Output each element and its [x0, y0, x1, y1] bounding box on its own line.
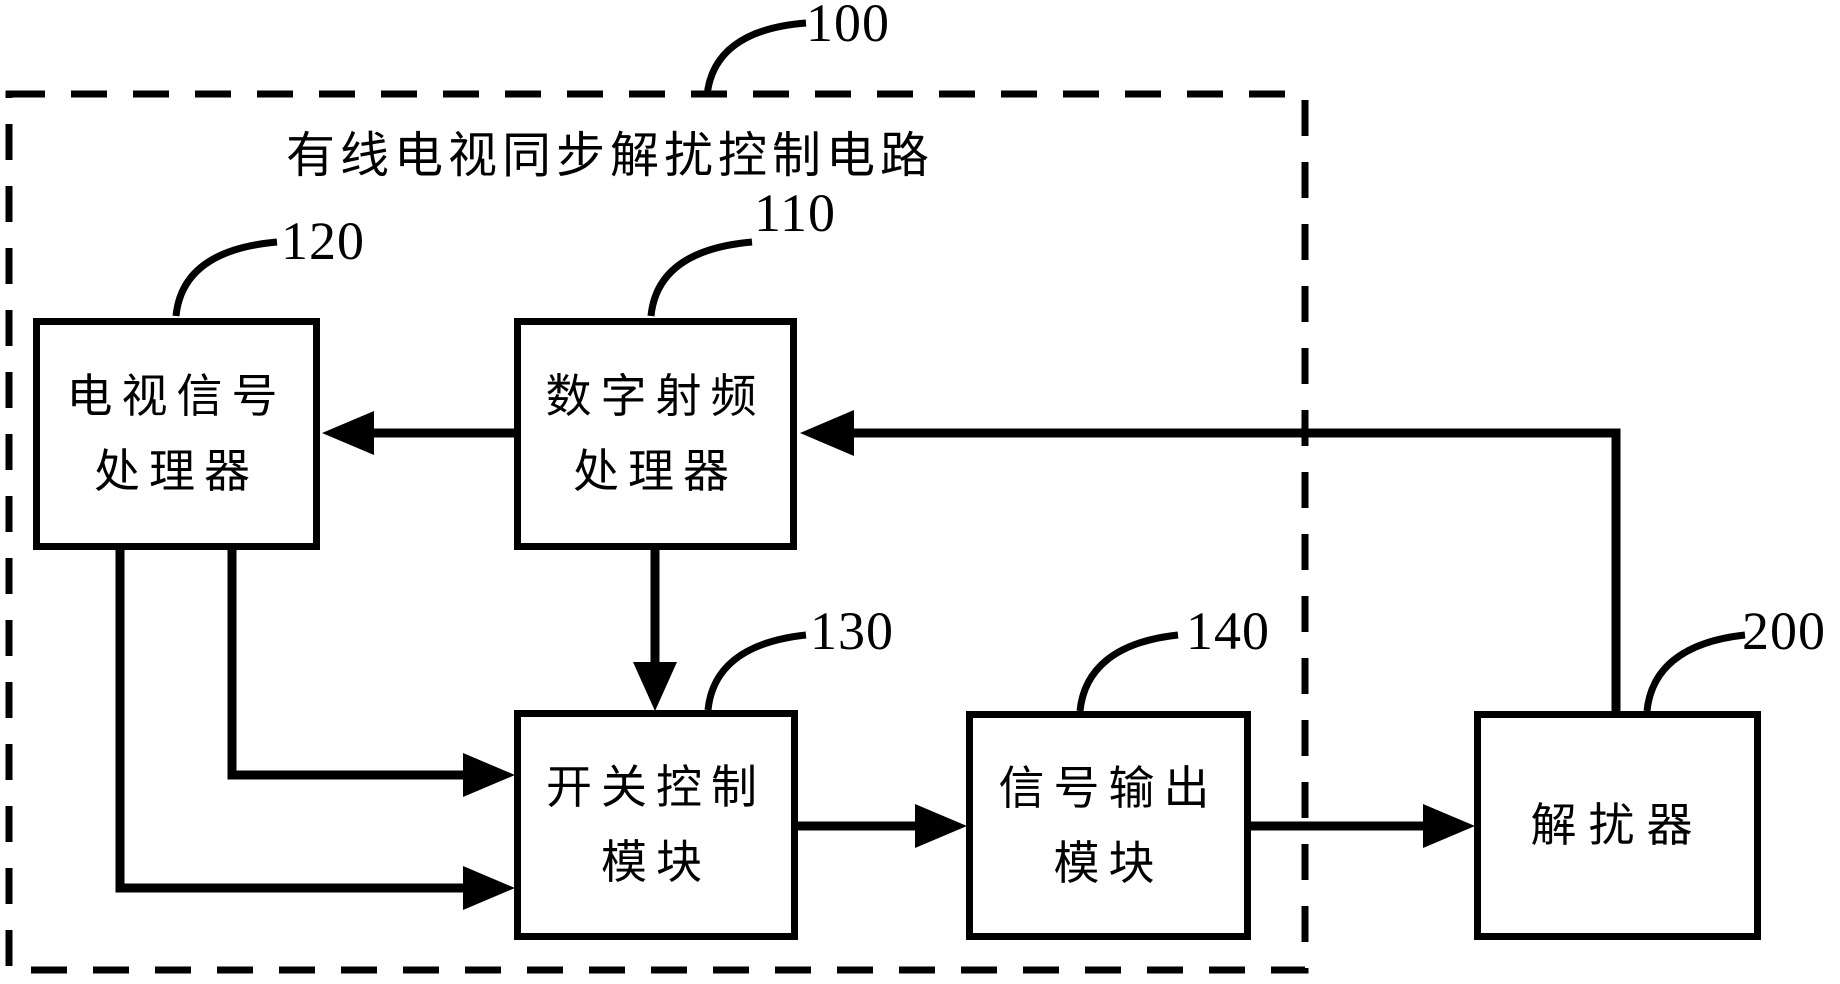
block-digital-rf-processor: 数字射频 处理器 [514, 318, 797, 550]
arrow-rf-to-tv-processor [322, 411, 514, 455]
ref-label-120: 120 [281, 211, 365, 271]
ref-label-140: 140 [1186, 601, 1270, 661]
diagram-title: 有线电视同步解扰控制电路 [285, 128, 934, 183]
block-text-line: 开关控制 [546, 762, 766, 813]
ref-label-100: 100 [806, 0, 890, 53]
ref-label-110: 110 [754, 183, 836, 243]
ref-leader-140 [1076, 631, 1179, 712]
ref-label-200: 200 [1742, 601, 1826, 661]
block-text-line: 处理器 [573, 446, 738, 497]
block-descrambler: 解扰器 [1474, 711, 1761, 940]
block-text-line: 数字射频 [545, 371, 766, 422]
block-text-line: 电视信号 [66, 371, 287, 422]
block-text-line: 解扰器 [1530, 800, 1705, 851]
block-text-line: 信号输出 [998, 762, 1219, 814]
ref-label-130: 130 [810, 601, 894, 661]
block-text-line: 处理器 [94, 446, 259, 497]
ref-leader-130 [704, 631, 807, 711]
arrow-tv-to-switch-lower [115, 548, 515, 910]
block-text-line: 模块 [601, 837, 711, 888]
ref-leader-200 [1643, 631, 1746, 712]
arrow-switch-to-output [796, 804, 967, 848]
outer-dashed-boundary [5, 90, 1309, 974]
ref-leader-100 [703, 19, 807, 97]
ref-leader-120 [172, 238, 278, 317]
arrow-descrambler-feedback-to-rf [800, 410, 1621, 711]
arrow-tv-to-switch-upper [227, 548, 515, 797]
block-text-line: 模块 [1053, 837, 1164, 889]
arrow-rf-to-switch-control [633, 548, 677, 711]
block-switch-control-module: 开关控制 模块 [514, 710, 798, 940]
ref-leader-110 [647, 238, 753, 317]
block-signal-output-module: 信号输出 模块 [966, 711, 1251, 940]
arrow-output-to-descrambler [1250, 804, 1475, 848]
block-tv-signal-processor: 电视信号 处理器 [33, 318, 320, 550]
